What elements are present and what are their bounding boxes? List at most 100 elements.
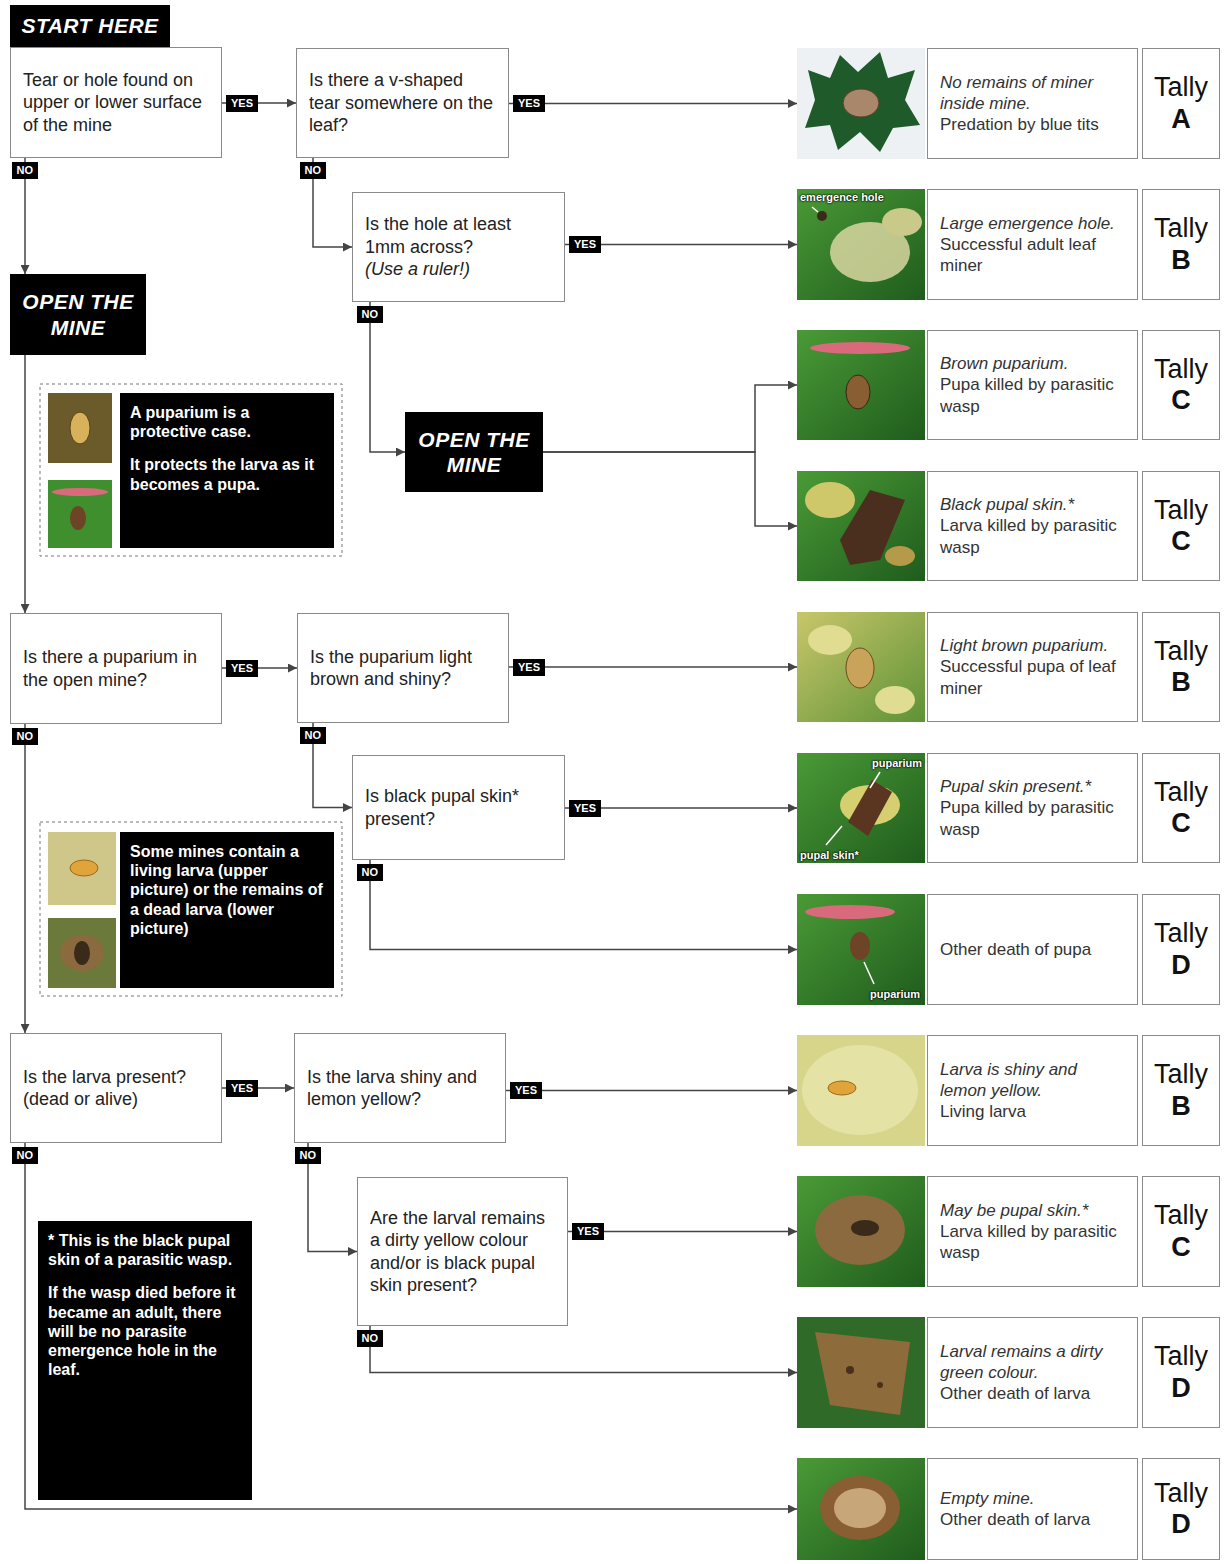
node-text: Is black pupal skin* present? [365, 785, 552, 830]
node-text: Tally [1154, 354, 1208, 385]
question-box: Is black pupal skin* present? [352, 755, 565, 860]
edge-label: YES [569, 800, 601, 817]
node-text: Larval remains a dirty green colour. [940, 1341, 1125, 1384]
edge-label: YES [226, 660, 258, 677]
outcome-text-cell: Black pupal skin.*Larva killed by parasi… [927, 471, 1138, 581]
node-text: Pupa killed by parasitic wasp [940, 374, 1125, 417]
node-text: Is there a puparium in the open mine? [23, 646, 209, 691]
node-text: Tally [1154, 1200, 1208, 1231]
note-box: * This is the black pupal skin of a para… [38, 1221, 252, 1500]
node-text: Tally [1154, 1341, 1208, 1372]
node-text: Other death of larva [940, 1383, 1125, 1404]
node-text: Pupa killed by parasitic wasp [940, 797, 1125, 840]
node-text: Is the larva shiny and lemon yellow? [307, 1066, 493, 1111]
question-box: Are the larval remains a dirty yellow co… [357, 1177, 568, 1326]
edge-label: NO [357, 306, 384, 323]
node-text: Tally [1154, 495, 1208, 526]
node-text: Some mines contain a living larva (upper… [130, 842, 324, 938]
edge-label: NO [295, 1147, 322, 1164]
photo-label: puparium [872, 757, 922, 769]
node-text: Brown puparium. [940, 353, 1125, 374]
outcome-box: Pupal skin present.*Pupa killed by paras… [797, 753, 1138, 863]
edge-label: NO [12, 1147, 39, 1164]
edge-label: NO [357, 864, 384, 881]
outcome-text-cell: May be pupal skin.*Larva killed by paras… [927, 1176, 1138, 1287]
edge-label: NO [300, 162, 327, 179]
photo-label: pupal skin* [800, 849, 859, 861]
edge-label: YES [572, 1223, 604, 1240]
node-text: Living larva [940, 1101, 1125, 1122]
connector [370, 1326, 797, 1373]
node-text: B [1171, 1091, 1191, 1122]
node-text: A [1171, 104, 1191, 135]
connector [370, 302, 405, 452]
photo-label: puparium [870, 988, 920, 1000]
node-text: Tear or hole found on upper or lower sur… [23, 69, 209, 137]
tally-box: TallyC [1142, 330, 1220, 440]
connector [370, 860, 797, 950]
node-text: (dead or alive) [23, 1088, 209, 1111]
node-text: Tally [1154, 1478, 1208, 1509]
question-box: Is there a v-shaped tear somewhere on th… [296, 48, 509, 158]
node-text: OPEN THE MINE [18, 289, 138, 339]
outcome-box: Larval remains a dirty green colour.Othe… [797, 1317, 1138, 1428]
edge-label: YES [513, 95, 545, 112]
edge-label: YES [226, 1080, 258, 1097]
tally-box: TallyC [1142, 1176, 1220, 1287]
outcome-box: May be pupal skin.*Larva killed by paras… [797, 1176, 1138, 1287]
node-text: C [1171, 526, 1191, 557]
outcome-box: Brown puparium.Pupa killed by parasitic … [797, 330, 1138, 440]
tally-box: TallyC [1142, 471, 1220, 581]
outcome-text-cell: Large emergence hole.Successful adult le… [927, 189, 1138, 300]
edge-label: NO [300, 727, 327, 744]
node-text: A puparium is a protective case. [130, 403, 324, 441]
node-text: No remains of miner inside mine. [940, 72, 1125, 115]
node-text: Empty mine. [940, 1488, 1125, 1509]
edge-label: NO [12, 728, 39, 745]
node-text: Tally [1154, 1059, 1208, 1090]
node-text: B [1171, 667, 1191, 698]
edge-label: NO [357, 1330, 384, 1347]
node-text: Is the hole at least 1mm across? [365, 213, 552, 258]
question-box: Is the larva shiny and lemon yellow? [294, 1033, 506, 1143]
node-text: Tally [1154, 777, 1208, 808]
node-text: Larva killed by parasitic wasp [940, 515, 1125, 558]
node-text: START HERE [21, 13, 158, 38]
outcome-box: Other death of pupa [797, 894, 1138, 1005]
node-text: Predation by blue tits [940, 114, 1125, 135]
outcome-text-cell: Light brown puparium.Successful pupa of … [927, 612, 1138, 722]
photo-label: emergence hole [800, 191, 884, 203]
node-text: It protects the larva as it becomes a pu… [130, 455, 324, 493]
tally-box: TallyD [1142, 1317, 1220, 1428]
question-box: Is the hole at least 1mm across?(Use a r… [352, 192, 565, 302]
connector [24, 724, 26, 1033]
outcome-box: Empty mine.Other death of larva [797, 1458, 1138, 1560]
edge-label: NO [12, 162, 39, 179]
node-text: If the wasp died before it became an adu… [48, 1283, 242, 1379]
tally-box: TallyB [1142, 189, 1220, 300]
node-text: Is there a v-shaped tear somewhere on th… [309, 69, 496, 137]
node-text: (Use a ruler!) [365, 258, 552, 281]
node-text: Is the puparium light brown and shiny? [310, 646, 496, 691]
edge-label: YES [510, 1082, 542, 1099]
node-text: Is the larva present? [23, 1066, 209, 1089]
node-text: C [1171, 1232, 1191, 1263]
node-text: Other death of larva [940, 1509, 1125, 1530]
outcome-box: Large emergence hole.Successful adult le… [797, 189, 1138, 300]
connector [509, 103, 797, 105]
node-text: Tally [1154, 636, 1208, 667]
node-text: D [1171, 1509, 1191, 1540]
outcome-text-cell: Pupal skin present.*Pupa killed by paras… [927, 753, 1138, 863]
node-text: Tally [1154, 213, 1208, 244]
connector [25, 1143, 797, 1509]
tally-box: TallyA [1142, 48, 1220, 159]
node-text: D [1171, 1373, 1191, 1404]
outcome-photo [797, 48, 925, 1560]
edge-label: YES [569, 236, 601, 253]
edge-label: YES [226, 95, 258, 112]
tally-box: TallyD [1142, 1458, 1220, 1560]
node-text: Successful adult leaf miner [940, 234, 1125, 277]
node-text: C [1171, 385, 1191, 416]
outcome-box: Black pupal skin.*Larva killed by parasi… [797, 471, 1138, 581]
outcome-text-cell: Empty mine.Other death of larva [927, 1458, 1138, 1560]
